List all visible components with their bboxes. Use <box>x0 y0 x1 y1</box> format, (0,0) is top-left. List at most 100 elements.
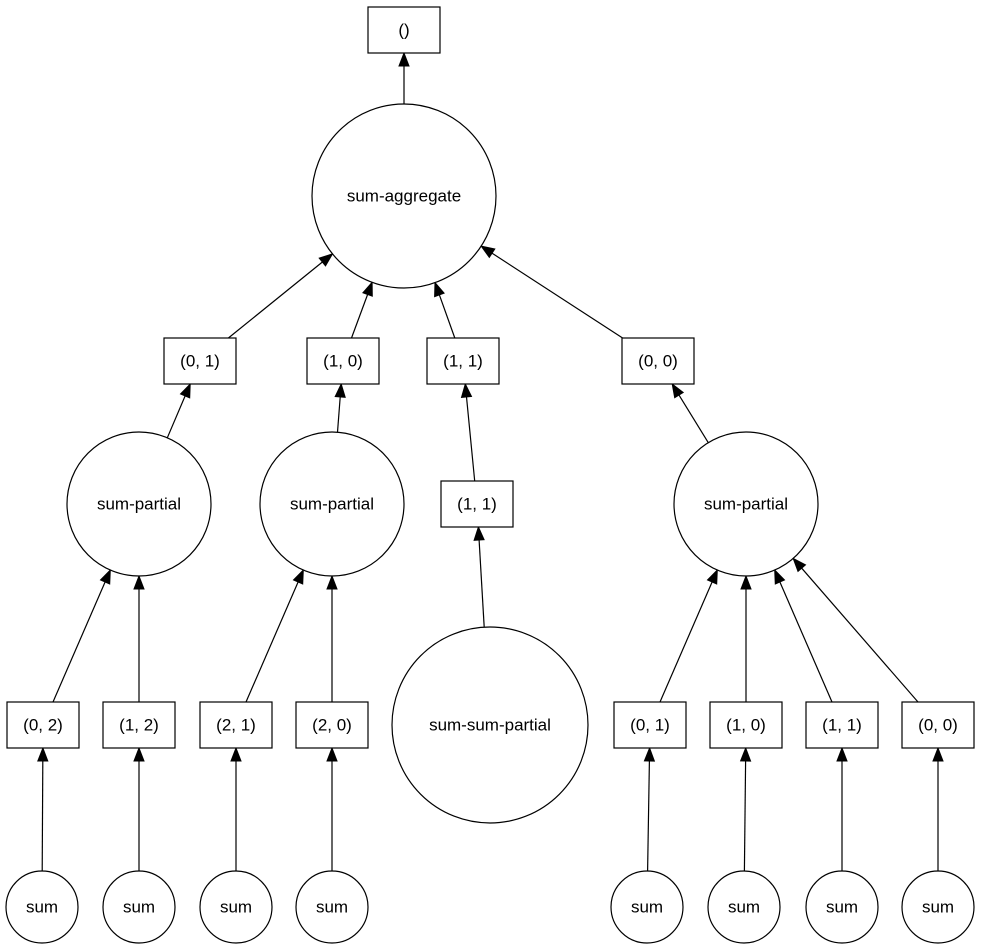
node-agg-sum-aggregate: sum-aggregate <box>311 103 497 289</box>
edge-line <box>779 581 833 703</box>
node-circle <box>901 870 975 944</box>
nodes-layer: () sum-aggregate (0, 1) (1, 0) (1, 1) (0, 0) s… <box>5 6 975 944</box>
arrowhead-icon <box>318 253 334 267</box>
edge-k01c-to-sp3 <box>659 568 718 703</box>
arrowhead-icon <box>179 382 191 399</box>
arrowhead-icon <box>99 568 111 585</box>
arrowhead-icon <box>932 746 944 762</box>
arrowhead-icon <box>37 746 49 762</box>
arrowhead-icon <box>643 746 656 762</box>
edge-k10-to-agg <box>350 280 373 339</box>
edge-line <box>465 396 476 482</box>
node-label: sum-partial <box>704 495 788 514</box>
node-label: (0, 1) <box>630 716 670 735</box>
node-label: sum <box>220 898 252 917</box>
arrowhead-icon <box>774 568 786 585</box>
node-k10-1-0: (1, 0) <box>306 337 380 385</box>
node-box <box>440 480 514 528</box>
edge-s7-to-k11c <box>836 746 848 871</box>
arrowhead-icon <box>362 280 373 297</box>
edge-k11c-to-sp3 <box>774 568 833 703</box>
edge-s6-to-k10c <box>739 746 752 872</box>
node-label: sum <box>316 898 348 917</box>
node-box <box>367 6 441 54</box>
node-box <box>6 701 80 749</box>
edge-line <box>801 567 919 703</box>
node-label: sum-partial <box>290 495 374 514</box>
node-circle <box>295 870 369 944</box>
node-k00-0-0: (0, 0) <box>621 337 695 385</box>
edge-line <box>678 394 709 444</box>
edge-s5-to-k01c <box>643 746 656 872</box>
edge-line <box>438 294 456 339</box>
node-box <box>901 701 975 749</box>
edges-layer <box>37 51 944 872</box>
node-label: (0, 2) <box>23 716 63 735</box>
node-label: sum <box>826 898 858 917</box>
node-k11b-1-1: (1, 1) <box>440 480 514 528</box>
arrowhead-icon <box>460 382 473 398</box>
edge-sp1-to-k01 <box>166 382 191 439</box>
node-circle <box>610 870 684 944</box>
arrowhead-icon <box>292 568 304 585</box>
edge-line <box>41 760 44 872</box>
arrowhead-icon <box>326 746 338 762</box>
node-label: (1, 0) <box>323 352 363 371</box>
arrowhead-icon <box>740 574 752 590</box>
node-circle <box>259 431 405 577</box>
node-k21-2-1: (2, 1) <box>199 701 273 749</box>
arrowhead-icon <box>398 51 410 67</box>
edge-line <box>743 760 747 872</box>
node-k01c-0-1: (0, 1) <box>613 701 687 749</box>
edge-line <box>228 261 323 339</box>
node-s4-sum: sum <box>295 870 369 944</box>
node-circle <box>707 870 781 944</box>
node-root-empty: () <box>367 6 441 54</box>
node-label: (1, 0) <box>726 716 766 735</box>
arrowhead-icon <box>434 281 445 298</box>
node-label: (0, 0) <box>638 352 678 371</box>
node-k11-1-1: (1, 1) <box>426 337 500 385</box>
node-sp3-sum-partial: sum-partial <box>673 431 819 577</box>
node-s7-sum: sum <box>805 870 879 944</box>
edge-s2-to-k12 <box>133 746 145 871</box>
node-circle <box>102 870 176 944</box>
edge-k00c-to-sp3 <box>792 557 919 703</box>
node-circle <box>391 626 589 824</box>
node-k11c-1-1: (1, 1) <box>805 701 879 749</box>
node-circle <box>66 431 212 577</box>
node-label: () <box>398 21 409 40</box>
edge-line <box>336 396 341 433</box>
node-label: sum <box>26 898 58 917</box>
edge-s4-to-k20 <box>326 746 338 871</box>
node-box <box>621 337 695 385</box>
node-label: (1, 1) <box>443 352 483 371</box>
node-k10c-1-0: (1, 0) <box>709 701 783 749</box>
node-circle <box>673 431 819 577</box>
node-s8-sum: sum <box>901 870 975 944</box>
node-ssp-sum-sum-partial: sum-sum-partial <box>391 626 589 824</box>
node-box <box>613 701 687 749</box>
edge-line <box>647 760 650 872</box>
edge-k11b-to-k11 <box>460 382 476 482</box>
node-label: sum-partial <box>97 495 181 514</box>
node-box <box>163 337 237 385</box>
node-label: sum <box>922 898 954 917</box>
node-circle <box>311 103 497 289</box>
node-k00c-0-0: (0, 0) <box>901 701 975 749</box>
edge-k12-to-sp1 <box>133 574 145 702</box>
node-box <box>426 337 500 385</box>
node-s6-sum: sum <box>707 870 781 944</box>
edge-k01-to-agg <box>228 253 334 339</box>
arrowhead-icon <box>480 245 496 259</box>
arrowhead-icon <box>133 574 145 590</box>
arrowhead-icon <box>836 746 848 762</box>
node-label: sum <box>631 898 663 917</box>
node-label: (1, 1) <box>457 495 497 514</box>
node-s2-sum: sum <box>102 870 176 944</box>
edge-line <box>491 252 623 339</box>
edge-s8-to-k00c <box>932 746 944 871</box>
edge-line <box>659 581 713 703</box>
node-s1-sum: sum <box>5 870 79 944</box>
